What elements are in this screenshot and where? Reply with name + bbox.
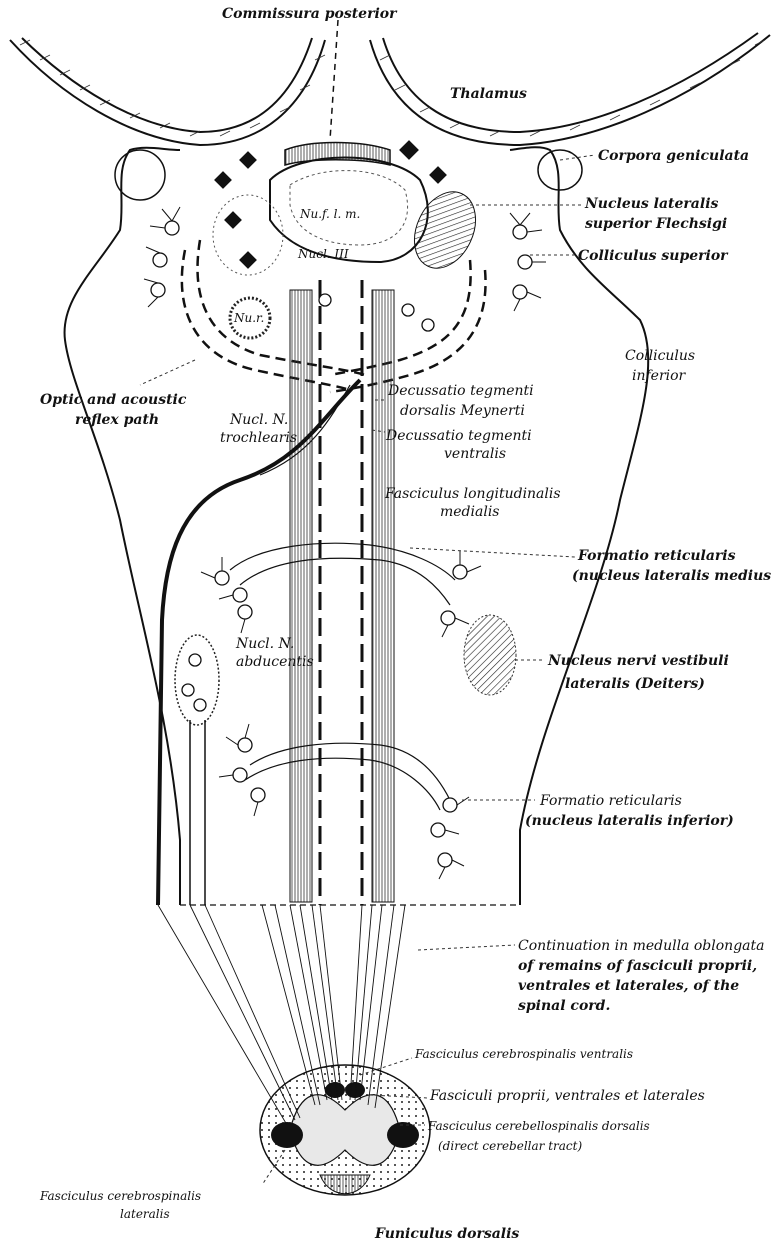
label-colliculus-inferior-1: Colliculus — [625, 348, 695, 364]
label-nucl-iii: Nucl. III — [297, 247, 349, 261]
label-fasc-cerebrospinalis-ventralis: Fasciculus cerebrospinalis ventralis — [414, 1047, 633, 1061]
label-fasciculi-proprii: Fasciculi proprii, ventrales et laterale… — [429, 1088, 705, 1104]
label-fasc-cerebrospinalis-lat-1: Fasciculus cerebrospinalis — [39, 1189, 201, 1203]
label-colliculus-inferior-2: inferior — [632, 368, 687, 384]
label-fasc-long-med-2: medialis — [440, 504, 500, 520]
label-formatio-inferior-2: (nucleus lateralis inferior) — [525, 813, 734, 829]
label-decussatio-dorsalis-2: dorsalis Meynerti — [400, 403, 525, 419]
commissura-pointer — [330, 20, 338, 140]
commissura-posterior-band — [285, 143, 390, 166]
thalamus-outline — [10, 33, 770, 145]
nucleus-abducentis — [175, 635, 219, 725]
label-corpora-geniculata: Corpora geniculata — [598, 148, 749, 164]
label-decussatio-dorsalis-1: Decussatio tegmenti — [387, 383, 534, 399]
label-continuation-2: of remains of fasciculi proprii, — [518, 958, 757, 974]
label-nucleus-lateralis-1: Nucleus lateralis — [584, 196, 719, 212]
label-continuation-1: Continuation in medulla oblongata — [518, 938, 764, 954]
label-fasc-long-med-1: Fasciculus longitudinalis — [384, 486, 561, 502]
label-fasc-cerebellospinalis-2: (direct cerebellar tract) — [438, 1139, 582, 1153]
label-continuation-4: spinal cord. — [518, 998, 610, 1014]
label-colliculus-superior: Colliculus superior — [578, 248, 729, 264]
nucleus-lateralis-superior-flechsigi — [403, 182, 488, 278]
label-optic-reflex-1: Optic and acoustic — [40, 392, 187, 408]
label-continuation-3: ventrales et laterales, of the — [518, 978, 739, 994]
label-decussatio-ventralis-1: Decussatio tegmenti — [385, 428, 532, 444]
label-nucl-trochlearis-2: trochlearis — [220, 430, 297, 446]
label-nucl-trochlearis-1: Nucl. N. — [229, 412, 288, 428]
label-funiculus-dorsalis: Funiculus dorsalis — [374, 1226, 519, 1242]
label-nucl-abducentis-2: abducentis — [236, 654, 314, 670]
label-optic-reflex-2: reflex path — [75, 412, 159, 428]
label-thalamus: Thalamus — [450, 86, 527, 102]
label-nuf-lm: Nu.f. l. m. — [299, 207, 360, 221]
reticular-fibres — [230, 543, 455, 810]
label-formatio-medius-1: Formatio reticularis — [577, 548, 736, 564]
label-nucl-abducentis-1: Nucl. N. — [235, 636, 294, 652]
label-formatio-medius-2: (nucleus lateralis medius — [572, 568, 771, 584]
label-fasc-cerebrospinalis-lat-2: lateralis — [120, 1207, 170, 1221]
label-formatio-inferior-1: Formatio reticularis — [539, 793, 682, 809]
label-nu-r: Nu.r. — [233, 311, 264, 325]
corpus-geniculatum-right — [538, 150, 582, 190]
label-nucleus-lateralis-2: superior Flechsigi — [585, 216, 727, 232]
label-fasc-cerebellospinalis-1: Fasciculus cerebellospinalis dorsalis — [427, 1119, 650, 1133]
label-commissura-posterior: Commissura posterior — [222, 6, 398, 22]
nucleus-vestibuli-lateralis — [464, 615, 516, 695]
label-nucleus-vestibuli-2: lateralis (Deiters) — [565, 676, 705, 692]
label-decussatio-ventralis-2: ventralis — [444, 446, 506, 462]
label-nucleus-vestibuli-1: Nucleus nervi vestibuli — [547, 653, 729, 669]
